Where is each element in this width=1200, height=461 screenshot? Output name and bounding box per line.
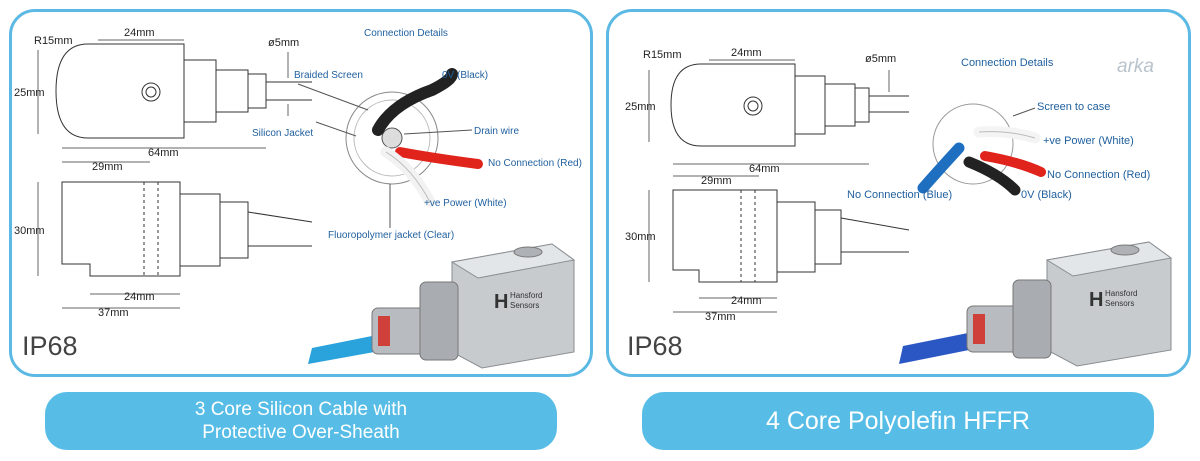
svg-text:H: H (494, 291, 508, 313)
right-panel: R15mm 24mm ø5mm 25mm 64mm 29mm 30mm 24mm… (606, 9, 1191, 377)
dim-top-width: 24mm (124, 27, 155, 39)
connection-title: Connection Details (961, 57, 1054, 69)
label-fluoropolymer: Fluoropolymer jacket (Clear) (328, 230, 454, 241)
label-red-wire: No Connection (Red) (1047, 169, 1150, 181)
label-braided-screen: Braided Screen (294, 70, 363, 81)
dim-radius: R15mm (643, 49, 682, 61)
sensor-brand-line2: Sensors (510, 301, 539, 310)
caption-left: 3 Core Silicon Cable with Protective Ove… (45, 392, 557, 450)
sensor-brand-line1: Hansford (1105, 289, 1137, 298)
dim-body-length: 29mm (92, 161, 123, 173)
label-silicon-jacket: Silicon Jacket (252, 128, 313, 139)
right-diagram: R15mm 24mm ø5mm 25mm 64mm 29mm 30mm 24mm… (625, 47, 1173, 367)
rating-label: IP68 (627, 331, 683, 361)
dim-total-length: 64mm (148, 147, 179, 159)
sensor-illustration: Hansford Sensors H (308, 243, 576, 369)
arka-logo: arka (1117, 56, 1154, 77)
rating-label: IP68 (22, 331, 78, 361)
dim-base-length: 37mm (98, 307, 129, 319)
connection-title: Connection Details (364, 28, 448, 39)
label-black-wire: 0V (Black) (1021, 189, 1072, 201)
dim-base-length: 37mm (705, 311, 736, 323)
label-blue-wire: No Connection (Blue) (847, 189, 952, 201)
dim-base-width: 24mm (124, 291, 155, 303)
left-diagram: R15mm 24mm ø5mm 25mm 64mm 29mm 30mm 24mm… (14, 27, 582, 369)
dim-top-width: 24mm (731, 47, 762, 59)
caption-right: 4 Core Polyolefin HFFR (642, 392, 1154, 450)
sensor-illustration: Hansford Sensors H (899, 241, 1173, 367)
label-screen: Screen to case (1037, 101, 1110, 113)
dim-diameter: ø5mm (268, 37, 299, 49)
label-black-wire: 0V (Black) (442, 70, 488, 81)
caption-right-text: 4 Core Polyolefin HFFR (766, 406, 1030, 435)
sensor-brand-line2: Sensors (1105, 299, 1134, 308)
label-white-wire: +ve Power (White) (1043, 135, 1134, 147)
caption-left-line1: 3 Core Silicon Cable with (194, 399, 408, 420)
dim-height-top: 25mm (14, 87, 45, 99)
dim-height-top: 25mm (625, 101, 656, 113)
dim-radius: R15mm (34, 35, 73, 47)
left-panel: R15mm 24mm ø5mm 25mm 64mm 29mm 30mm 24mm… (9, 9, 593, 377)
dim-body-length: 29mm (701, 175, 732, 187)
dim-base-width: 24mm (731, 295, 762, 307)
dim-height-side: 30mm (14, 225, 45, 237)
dim-height-side: 30mm (625, 231, 656, 243)
label-white-wire: +ve Power (White) (424, 198, 507, 209)
caption-left-line2: Protective Over-Sheath (202, 422, 400, 443)
sensor-brand-line1: Hansford (510, 291, 542, 300)
dim-diameter: ø5mm (865, 53, 896, 65)
svg-text:H: H (1089, 289, 1103, 311)
label-drain-wire: Drain wire (474, 126, 519, 137)
label-red-wire: No Connection (Red) (488, 158, 582, 169)
dim-total-length: 64mm (749, 163, 780, 175)
